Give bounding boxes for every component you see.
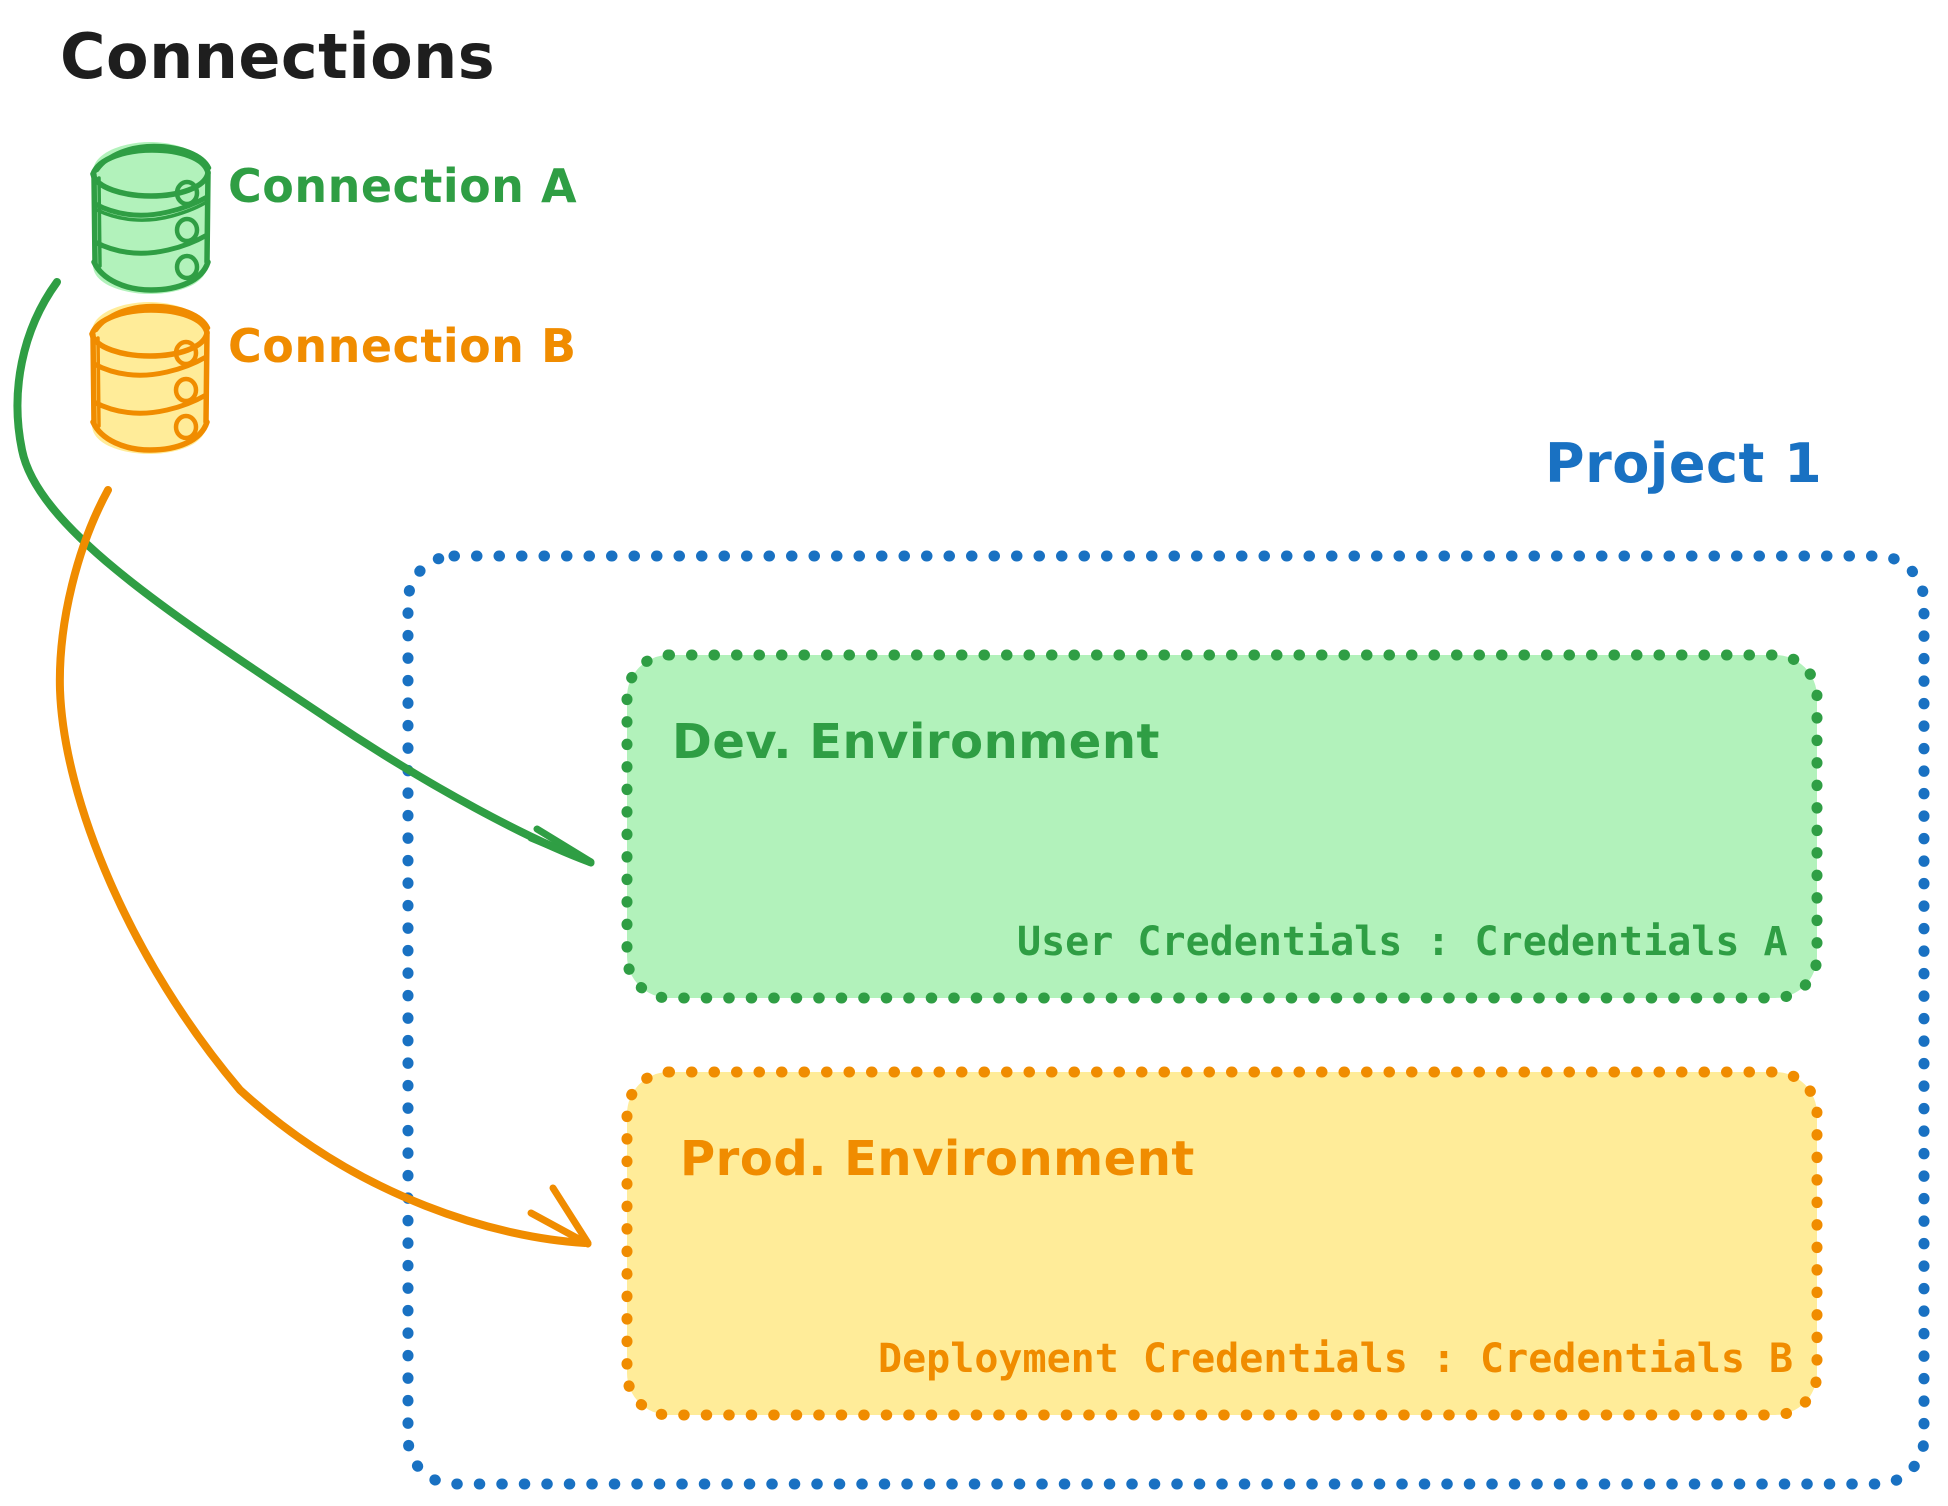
cylinder-divider-1-sketch — [95, 199, 210, 222]
arrow-connection-a-to-dev — [13, 278, 595, 867]
dev-environment-title: Dev. Environment — [672, 714, 1160, 770]
cylinder-port-2 — [173, 376, 199, 404]
dev-environment-box[interactable] — [621, 649, 1823, 1004]
arrow-line — [13, 278, 594, 866]
cylinder-divider-2 — [92, 232, 210, 256]
project-label[interactable]: Project 1 — [1545, 432, 1822, 495]
arrow-head-lower — [527, 834, 595, 867]
project-container[interactable] — [402, 550, 1930, 1490]
project-dotted-border — [402, 550, 1930, 1490]
cylinder-left-wall — [91, 172, 98, 266]
cylinder-port-2 — [174, 216, 200, 244]
prod-environment-credentials: Deployment Credentials : Credentials B — [878, 1336, 1793, 1382]
cylinder-top-sketch — [94, 143, 212, 173]
arrow-head-lower — [527, 1209, 592, 1248]
prod-environment-title: Prod. Environment — [680, 1131, 1195, 1187]
cylinder-fill — [92, 302, 206, 454]
cylinder-port-1 — [174, 179, 200, 207]
cylinder-top-sketch — [93, 303, 211, 333]
cylinder-divider-1 — [91, 354, 209, 378]
arrow-line — [55, 486, 589, 1247]
cylinder-bottom — [91, 259, 211, 293]
cylinder-left-wall-sketch — [96, 336, 101, 428]
cylinder-bottom — [90, 419, 210, 453]
cylinder-right-wall — [203, 329, 210, 425]
prod-environment-dotted-border — [621, 1066, 1823, 1421]
connection-a-database-cylinder-icon[interactable] — [90, 142, 212, 294]
arrow-head-upper — [549, 1184, 592, 1247]
prod-environment-box[interactable] — [621, 1066, 1823, 1421]
cylinder-fill — [93, 142, 207, 294]
cylinder-port-1 — [173, 339, 199, 367]
connection-a-label[interactable]: Connection A — [228, 159, 577, 213]
connection-b-database-cylinder-icon[interactable] — [89, 302, 211, 454]
dev-environment-dotted-border — [621, 649, 1823, 1004]
cylinder-divider-1 — [92, 194, 210, 218]
cylinder-port-3 — [173, 413, 199, 441]
page-title: Connections — [60, 20, 495, 93]
cylinder-left-wall-sketch — [97, 176, 102, 268]
connection-b-label[interactable]: Connection B — [228, 319, 577, 373]
arrow-connection-b-to-prod — [55, 486, 592, 1248]
cylinder-port-3 — [174, 253, 200, 281]
dev-environment-credentials: User Credentials : Credentials A — [1017, 919, 1788, 965]
cylinder-left-wall — [90, 332, 97, 426]
cylinder-right-wall — [204, 169, 211, 265]
cylinder-divider-2 — [91, 392, 209, 416]
